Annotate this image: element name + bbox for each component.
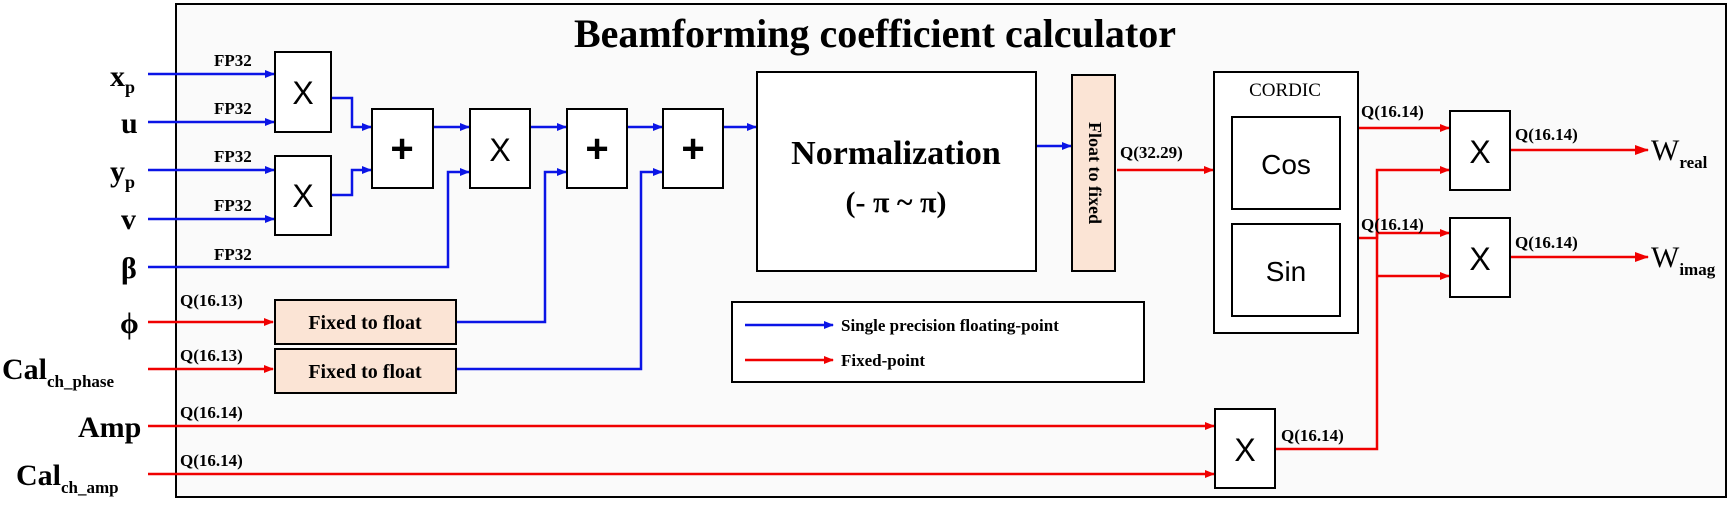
input-yp: yp (110, 155, 135, 192)
multiplier-amp: X (1214, 408, 1276, 489)
floating-point-wires (148, 70, 1072, 371)
input-phi: ϕ (120, 307, 139, 340)
multiply-symbol: X (292, 178, 313, 214)
cordic-label: CORDIC (1249, 80, 1321, 101)
label-q1614-sin: Q(16.14) (1361, 215, 1424, 234)
multiply-symbol: X (1234, 432, 1255, 468)
sin-block (1231, 223, 1341, 317)
add-symbol: + (585, 127, 608, 171)
float-to-fixed-label: Float to fixed (1085, 122, 1105, 224)
adder-3: + (662, 108, 724, 189)
input-u: u (121, 107, 138, 140)
label-fp32-v: FP32 (214, 196, 252, 215)
input-v: v (121, 203, 136, 236)
multiply-symbol: X (1469, 134, 1490, 170)
float-to-fixed-block: Float to fixed (1071, 74, 1116, 272)
fixed-to-float-label: Fixed to float (308, 312, 422, 334)
fixed-to-float-label: Fixed to float (308, 361, 422, 383)
input-xp: xp (110, 60, 135, 97)
label-fp32-xp: FP32 (214, 51, 252, 70)
normalization-label: Normalization (791, 135, 1001, 172)
wire-amp-product (1275, 166, 1450, 451)
label-q3229: Q(32.29) (1120, 143, 1183, 162)
label-q1614-real-out: Q(16.14) (1515, 125, 1578, 144)
fixed-to-float-phi: Fixed to float (274, 299, 457, 345)
fixed-point-wires (148, 124, 1649, 478)
wire-phi-float (456, 168, 567, 324)
wire-mul1-add1 (331, 96, 372, 131)
multiplier-3: X (469, 108, 531, 189)
signal-format-labels: FP32 FP32 FP32 FP32 FP32 Q(16.13) Q(16.1… (180, 51, 1578, 470)
label-q1614-cal-amp: Q(16.14) (180, 451, 243, 470)
multiply-symbol: X (292, 75, 313, 111)
output-w-real: Wreal (1651, 134, 1708, 172)
add-symbol: + (390, 127, 413, 171)
multiplier-yp-v: X (274, 155, 332, 236)
wire-beta (148, 168, 470, 269)
normalization-range: (- π ~ π) (846, 186, 947, 219)
output-labels: Wreal Wimag (1651, 134, 1716, 279)
input-cal-amp: Calch_amp (16, 459, 119, 497)
fixed-to-float-cal-phase: Fixed to float (274, 348, 457, 394)
wire-cal-phase-float (456, 168, 663, 371)
sin-label: Sin (1266, 256, 1306, 287)
label-q1614-amp: Q(16.14) (180, 403, 243, 422)
multiplier-imag: X (1449, 217, 1511, 298)
output-w-imag: Wimag (1651, 241, 1716, 279)
label-fp32-u: FP32 (214, 99, 252, 118)
multiply-symbol: X (489, 132, 510, 168)
legend-fixed-label: Fixed-point (841, 351, 925, 370)
adder-1: + (371, 108, 434, 189)
adder-2: + (566, 108, 628, 189)
label-q1614-cos: Q(16.14) (1361, 102, 1424, 121)
label-q1613-phi: Q(16.13) (180, 291, 243, 310)
wire-mul2-add1 (331, 166, 372, 197)
multiplier-xp-u: X (274, 51, 332, 133)
cos-label: Cos (1261, 149, 1311, 180)
cordic-block: CORDIC Cos Sin (1213, 71, 1359, 334)
multiply-symbol: X (1469, 241, 1490, 277)
multiplier-real: X (1449, 110, 1511, 191)
label-fp32-beta: FP32 (214, 245, 252, 264)
label-q1613-cal-phase: Q(16.13) (180, 346, 243, 365)
label-fp32-yp: FP32 (214, 147, 252, 166)
input-cal-phase: Calch_phase (2, 353, 115, 391)
legend: Single precision floating-point Fixed-po… (731, 301, 1145, 383)
diagram-title: Beamforming coefficient calculator (574, 11, 1176, 56)
label-q1614-amp-product: Q(16.14) (1281, 426, 1344, 445)
add-symbol: + (681, 127, 704, 171)
normalization-block: Normalization (- π ~ π) (756, 71, 1037, 272)
input-beta: β (121, 252, 137, 285)
input-amp: Amp (78, 411, 141, 444)
legend-floating-label: Single precision floating-point (841, 316, 1059, 335)
input-labels: xp u yp v β ϕ Calch_phase Amp Calch_amp (2, 60, 141, 497)
label-q1614-imag-out: Q(16.14) (1515, 233, 1578, 252)
cos-block (1231, 116, 1341, 210)
